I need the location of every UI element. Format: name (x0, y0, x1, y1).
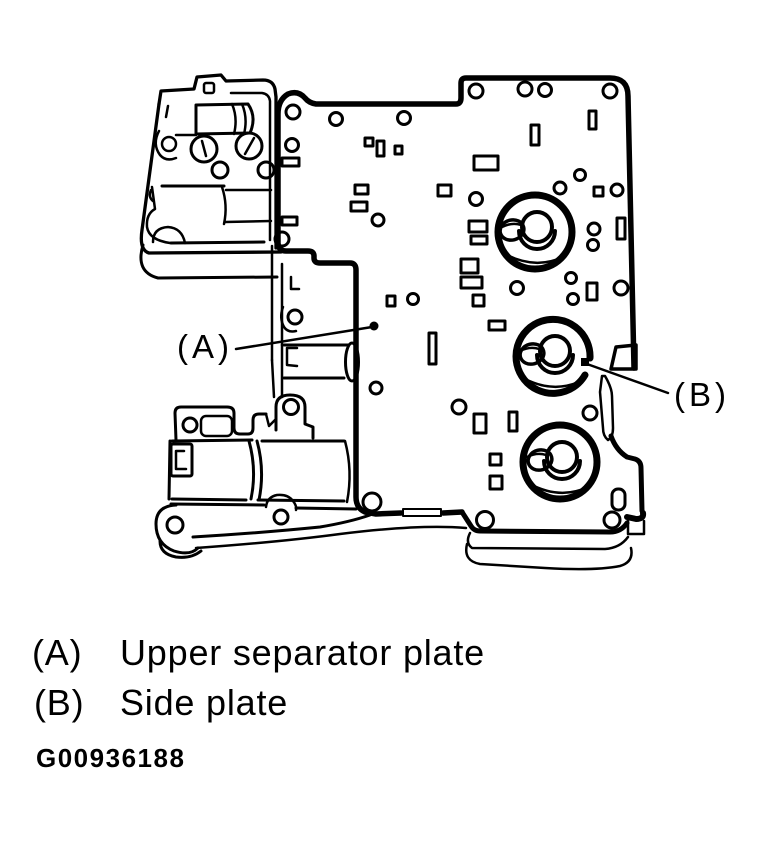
svg-text:(A): (A) (32, 632, 82, 673)
svg-text:Upper separator plate: Upper separator plate (120, 632, 485, 673)
svg-text:G00936188: G00936188 (36, 743, 185, 773)
svg-text:(B): (B) (674, 376, 730, 413)
svg-text:(A): (A) (177, 328, 233, 365)
svg-text:(B): (B) (34, 682, 84, 723)
svg-text:Side plate: Side plate (120, 682, 288, 723)
